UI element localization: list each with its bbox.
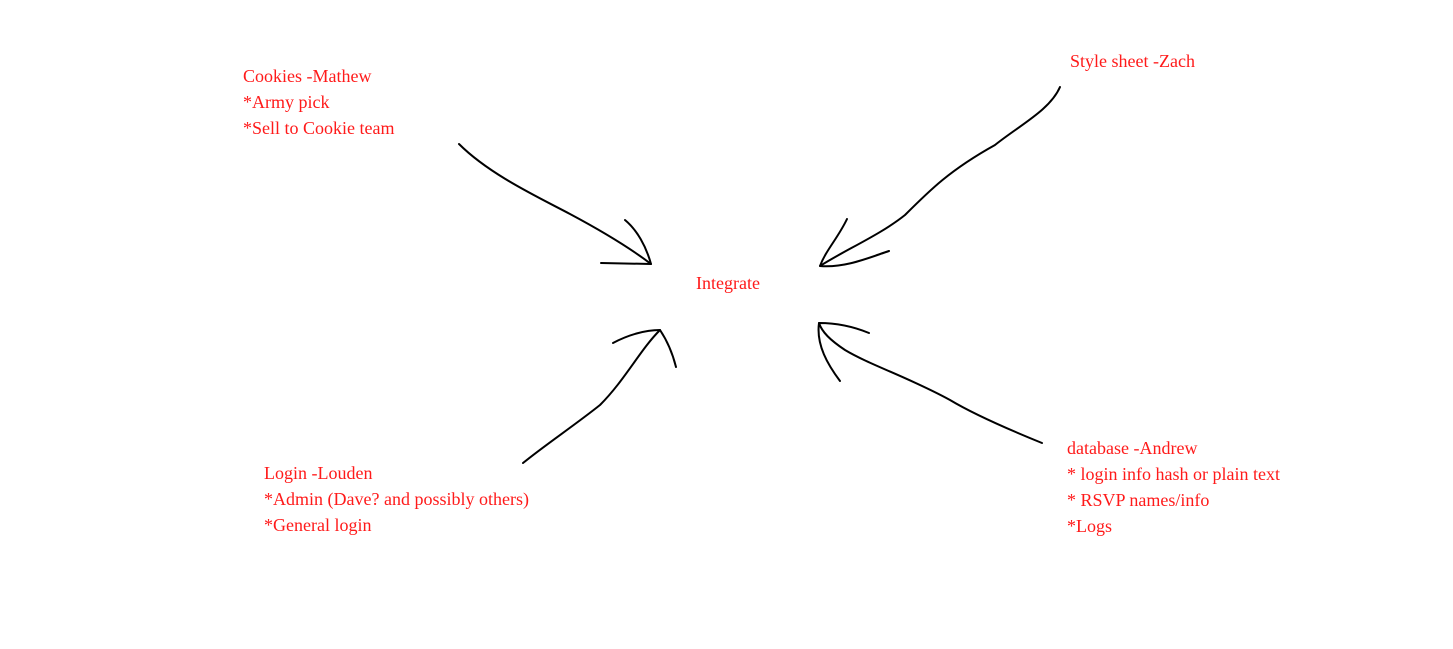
node-style: Style sheet -Zach [1070,48,1195,74]
node-item: * RSVP names/info [1067,490,1210,510]
node-item: * login info hash or plain text [1067,464,1280,484]
node-database: database -Andrew * login info hash or pl… [1067,435,1280,539]
node-title: database -Andrew [1067,438,1198,458]
node-item: *Sell to Cookie team [243,118,395,138]
node-cookies: Cookies -Mathew *Army pick *Sell to Cook… [243,63,394,141]
node-login: Login -Louden *Admin (Dave? and possibly… [264,460,529,538]
arrow-database-shaft [818,322,1043,444]
node-title: Login -Louden [264,463,373,483]
node-item: *Logs [1067,516,1112,536]
arrow-database-head [817,322,870,382]
center-node-integrate: Integrate [696,270,760,296]
arrow-login-head [612,329,677,368]
arrow-style-head [819,218,890,268]
node-title: Cookies -Mathew [243,66,372,86]
node-title: Style sheet -Zach [1070,51,1195,71]
arrow-style-shaft [819,86,1061,267]
center-label: Integrate [696,273,760,293]
arrow-cookies-shaft [458,143,652,265]
node-item: *Admin (Dave? and possibly others) [264,489,529,509]
node-item: *General login [264,515,372,535]
node-item: *Army pick [243,92,330,112]
arrow-cookies-head [600,219,652,265]
arrow-login-shaft [522,329,661,464]
